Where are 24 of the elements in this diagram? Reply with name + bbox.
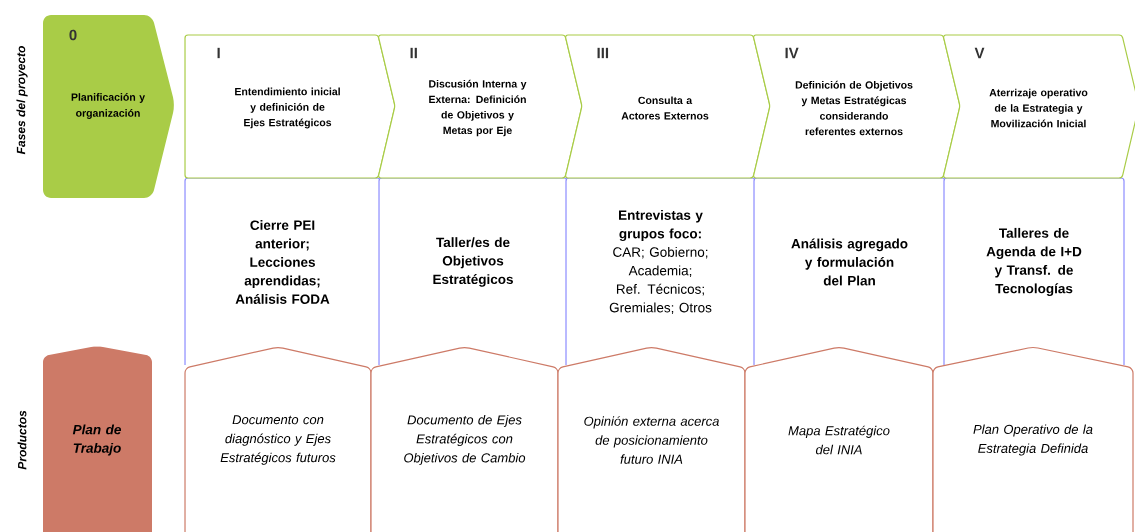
product-box: Mapa Estratégico del INIA (744, 347, 934, 532)
row-heading: Productos (17, 410, 27, 470)
row-heading: Fases del proyecto (16, 46, 28, 155)
activity-box: Cierre PEI anterior; Lecciones aprendidas; Análisis FODA (184, 177, 381, 366)
phase-header: III Consulta a Actores Externos (565, 34, 771, 179)
node-label: Talleres de Agenda de I+D y Transf. de Tecnologías (986, 227, 1082, 297)
product-box: Documento con diagnóstico y Ejes Estratégicos futuros (184, 347, 372, 532)
node-label: Opinión externa acerca de posicionamiento futuro INIA (584, 416, 719, 464)
node-label: Plan Operativo de la Estrategia Definida (973, 424, 1093, 456)
phase-header: IV Definición de Objetivos y Metas Estratégicas considerando referentes externos (753, 34, 961, 179)
activity-box: Taller/es de Objetivos Estratégicos (378, 177, 568, 366)
product-box: Plan Operativo de la Estrategia Definida (932, 347, 1134, 532)
activity-box: Análisis agregado y formulación del Plan (753, 177, 946, 366)
phase-header: II Discusión Interna y Externa: Definición de Objetivos y Metas por Eje (378, 34, 583, 179)
activity-box: Talleres de Agenda de I+D y Transf. de Tecnologías (943, 177, 1125, 366)
product-box: Opinión externa acerca de posicionamiento futuro INIA (557, 347, 746, 532)
node-label: Documento de Ejes Estratégicos con Objetivos de Cambio (404, 414, 526, 466)
phase-header: I Entendimiento inicial y definición de Ejes Estratégicos (184, 34, 396, 179)
activity-box: Entrevistas y grupos foco: CAR; Gobierno; Academia; Ref. Técnicos; Gremiales; Otros (565, 177, 756, 366)
node-label: Aterrizaje operativo de la Estrategia y Movilización Inicial (989, 88, 1088, 128)
product-box: Documento de Ejes Estratégicos con Objetivos de Cambio (370, 347, 559, 532)
phase-header: V Aterrizaje operativo de la Estrategia y Movilización Inicial (943, 34, 1135, 179)
node-label: V (974, 47, 985, 59)
node-label: Mapa Estratégico del INIA (788, 425, 890, 455)
